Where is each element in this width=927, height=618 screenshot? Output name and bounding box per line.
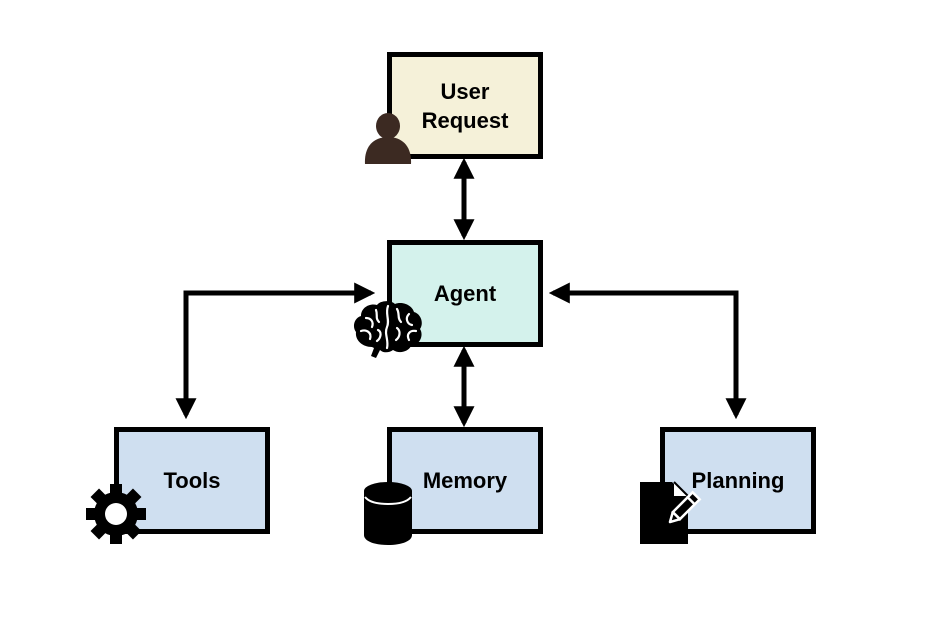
planning-label: Planning [691,468,785,493]
user-request-node: User Request [387,52,543,159]
user-request-label: User Request [421,78,509,133]
gear-icon [86,484,146,544]
document-edit-icon [640,481,702,544]
memory-label: Memory [422,468,508,493]
tools-node: Tools [114,427,270,534]
connector-agent-planning [548,282,747,420]
agent-label: Agent [433,281,497,306]
agent-node: Agent [387,240,543,347]
connector-agent-tools [175,282,376,420]
brain-icon [353,301,422,358]
database-icon [364,482,412,545]
tools-label: Tools [163,468,221,493]
memory-node: Memory [387,427,543,534]
person-icon [364,113,412,164]
